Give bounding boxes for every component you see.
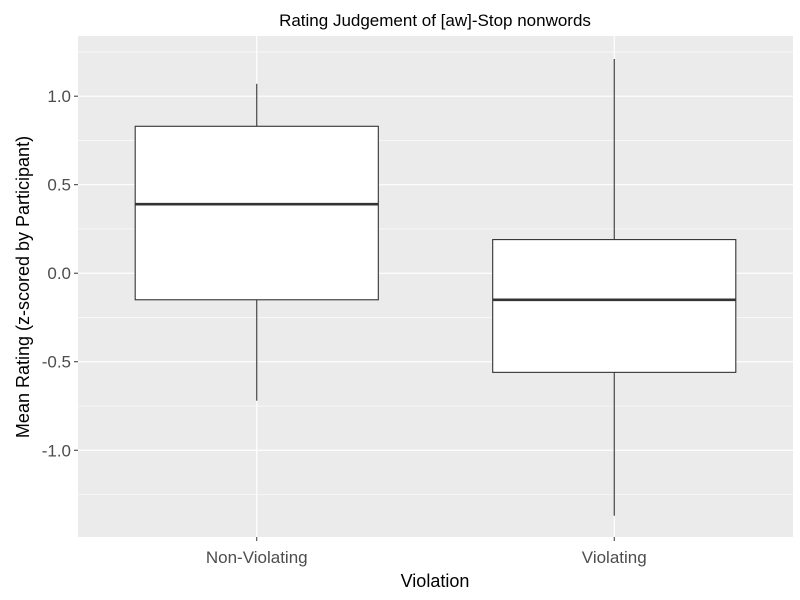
x-axis-title: Violation [401, 571, 470, 591]
y-axis-ticks: -1.0 -0.5 0.0 0.5 1.0 [42, 87, 78, 460]
x-tick-label: Non-Violating [206, 548, 308, 567]
y-tick-label: 0.5 [47, 176, 71, 195]
x-tick-label: Violating [582, 548, 647, 567]
y-tick-label: -1.0 [42, 441, 71, 460]
chart-title: Rating Judgement of [aw]-Stop nonwords [279, 11, 591, 30]
box-iqr [134, 125, 379, 301]
x-axis-ticks: Non-Violating Violating [206, 537, 647, 567]
box-non-violating [134, 83, 379, 401]
boxes-layer [134, 59, 737, 516]
y-tick-label: 0.0 [47, 264, 71, 283]
box-violating [492, 59, 737, 516]
y-tick-label: -0.5 [42, 353, 71, 372]
y-axis-title: Mean Rating (z-scored by Participant) [13, 136, 33, 438]
y-tick-label: 1.0 [47, 87, 71, 106]
box-iqr [492, 239, 737, 373]
